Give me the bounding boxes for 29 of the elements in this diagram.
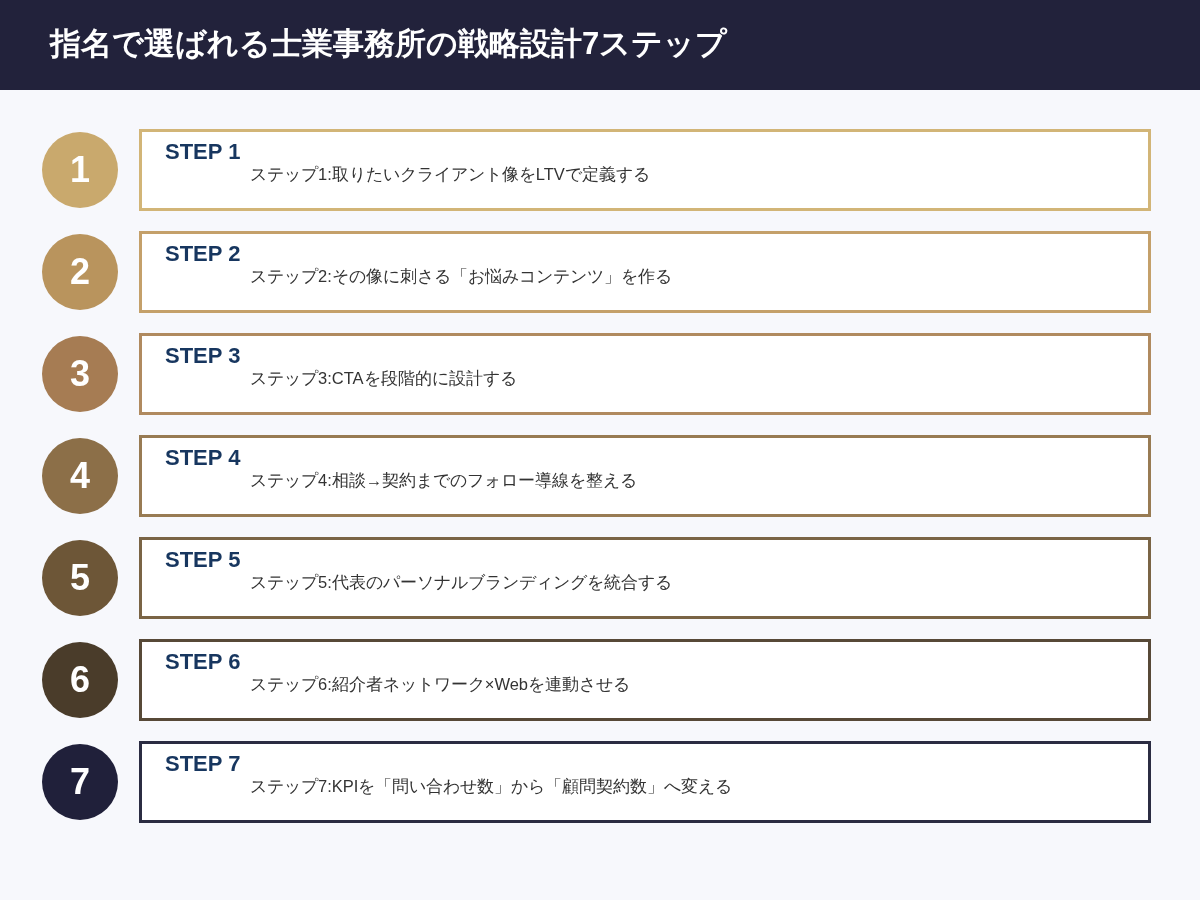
step-description: ステップ2:その像に刺さる「お悩みコンテンツ」を作る [250,266,672,286]
step-heading: STEP 7 [165,752,241,776]
step-card [139,537,1151,619]
step-heading: STEP 4 [165,446,241,470]
step-card [139,333,1151,415]
step-description: ステップ1:取りたいクライアント像をLTVで定義する [250,164,650,184]
step-card [139,435,1151,517]
number-circle: 2 [42,234,118,310]
step-heading: STEP 6 [165,650,241,674]
step-card [139,639,1151,721]
step-card [139,741,1151,823]
step-description: ステップ3:CTAを段階的に設計する [250,368,517,388]
step-card [139,129,1151,211]
step-description: ステップ4:相談→契約までのフォロー導線を整える [250,470,638,490]
number-circle: 1 [42,132,118,208]
step-heading: STEP 1 [165,140,241,164]
step-heading: STEP 5 [165,548,241,572]
page-title: 指名で選ばれる士業事務所の戦略設計7ステップ [50,25,728,63]
step-heading: STEP 2 [165,242,241,266]
step-description: ステップ6:紹介者ネットワーク×Webを連動させる [250,674,631,694]
number-circle: 7 [42,744,118,820]
step-description: ステップ7:KPIを「問い合わせ数」から「顧問契約数」へ変える [250,776,733,796]
number-circle: 6 [42,642,118,718]
number-circle: 3 [42,336,118,412]
step-description: ステップ5:代表のパーソナルブランディングを統合する [250,572,672,592]
step-heading: STEP 3 [165,344,241,368]
step-card [139,231,1151,313]
number-circle: 5 [42,540,118,616]
number-circle: 4 [42,438,118,514]
